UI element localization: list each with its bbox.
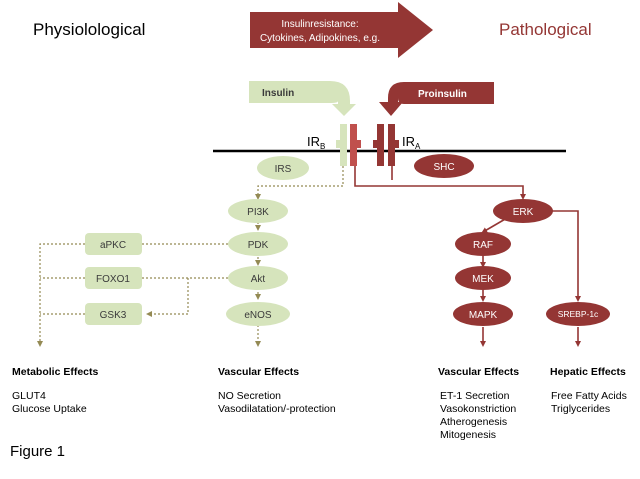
hepatic-effect-item: Triglycerides	[551, 403, 611, 415]
ir-b-receptor	[336, 124, 361, 166]
node-shc: SHC	[414, 154, 474, 178]
insulin-resistance-line2: Cytokines, Adipokines, e.g.	[260, 33, 380, 44]
physiological-connections	[37, 166, 344, 347]
node-mapk: MAPK	[453, 302, 513, 326]
vascular-effects-right-title: Vascular Effects	[438, 366, 520, 378]
node-apkc: aPKC	[85, 233, 142, 255]
insulin-ligand-arrow: Insulin	[249, 81, 356, 116]
insulin-resistance-arrow: Insulinresistance: Cytokines, Adipokines…	[250, 2, 433, 58]
node-srebp-label: SREBP-1c	[558, 309, 599, 319]
node-enos-label: eNOS	[244, 310, 272, 321]
node-akt: Akt	[228, 266, 288, 290]
insulin-resistance-line1: Insulinresistance:	[281, 19, 358, 30]
ir-b-label: IRB	[307, 134, 325, 151]
metabolic-effects-title: Metabolic Effects	[12, 366, 99, 378]
node-mapk-label: MAPK	[469, 310, 498, 321]
node-gsk3-label: GSK3	[100, 310, 127, 321]
vascular-effects-left-title: Vascular Effects	[218, 366, 300, 378]
node-mek: MEK	[455, 266, 511, 290]
node-enos: eNOS	[226, 302, 290, 326]
hepatic-effect-item: Free Fatty Acids	[551, 390, 627, 402]
node-irs: IRS	[257, 156, 309, 180]
proinsulin-label: Proinsulin	[418, 89, 467, 100]
metabolic-effect-item: Glucose Uptake	[12, 403, 87, 415]
node-pi3k: PI3K	[228, 199, 288, 223]
node-pdk: PDK	[228, 232, 288, 256]
pathological-connections	[354, 166, 581, 347]
node-raf-label: RAF	[473, 240, 493, 251]
ir-a-receptor	[373, 124, 399, 166]
insulin-label: Insulin	[262, 88, 294, 99]
proinsulin-ligand-arrow: Proinsulin	[379, 82, 494, 116]
node-pdk-label: PDK	[248, 240, 269, 251]
figure-caption: Figure 1	[10, 443, 66, 460]
vascular-right-effect-item: Mitogenesis	[440, 429, 497, 441]
pathological-header: Pathological	[499, 20, 592, 39]
node-shc-label: SHC	[433, 162, 454, 173]
node-apkc-label: aPKC	[100, 240, 126, 251]
node-foxo1: FOXO1	[85, 267, 142, 289]
node-pi3k-label: PI3K	[247, 207, 269, 218]
node-srebp: SREBP-1c	[546, 302, 610, 326]
vascular-right-effect-item: Vasokonstriction	[440, 403, 517, 415]
node-mek-label: MEK	[472, 274, 494, 285]
node-gsk3: GSK3	[85, 303, 142, 325]
physiological-header: Physiolological	[33, 20, 146, 39]
vascular-left-effect-item: Vasodilatation/-protection	[218, 403, 336, 415]
vascular-right-effect-item: Atherogenesis	[440, 416, 508, 428]
node-erk: ERK	[493, 199, 553, 223]
node-akt-label: Akt	[251, 274, 266, 285]
node-foxo1-label: FOXO1	[96, 274, 130, 285]
metabolic-effect-item: GLUT4	[12, 390, 46, 402]
hepatic-effects-title: Hepatic Effects	[550, 366, 626, 378]
node-irs-label: IRS	[275, 164, 292, 175]
ir-a-label: IRA	[402, 134, 421, 151]
node-raf: RAF	[455, 232, 511, 256]
vascular-right-effect-item: ET-1 Secretion	[440, 390, 510, 402]
vascular-left-effect-item: NO Secretion	[218, 390, 282, 402]
node-erk-label: ERK	[513, 207, 534, 218]
